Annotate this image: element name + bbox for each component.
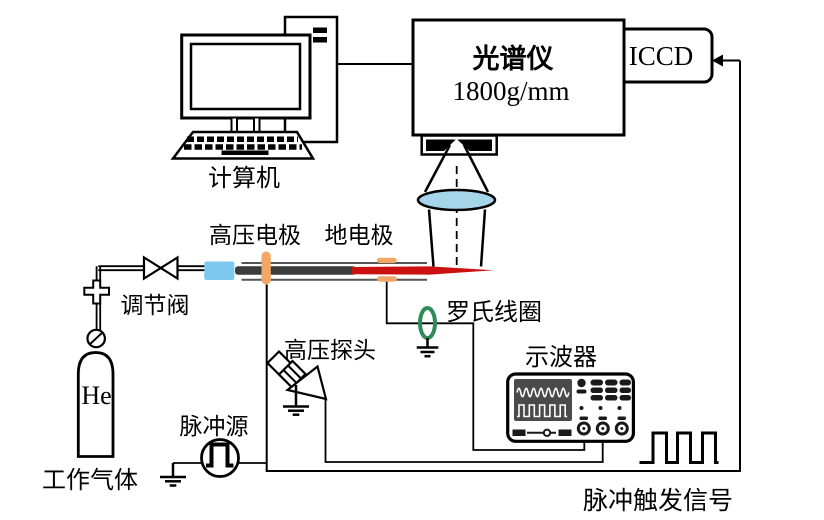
- slit-aperture: [444, 138, 470, 151]
- spectrometer-grating-label: 1800g/mm: [452, 76, 569, 106]
- pulse-source-icon: [200, 438, 240, 478]
- rogowski-wire: [385, 281, 586, 451]
- regulating-valve-label: 调节阀: [121, 293, 190, 318]
- he-label: He: [81, 381, 111, 410]
- monitor-stand-leg: [230, 116, 238, 134]
- monitor-stand-leg: [253, 116, 261, 134]
- oscilloscope-buttons: [576, 378, 631, 420]
- trigger-waveform-icon: [639, 431, 719, 464]
- he-gas-cylinder: He: [76, 351, 115, 458]
- entrance-slit: [420, 134, 498, 156]
- ground-electrode-ring: [377, 257, 397, 264]
- inner-electrode: [235, 266, 356, 275]
- focusing-lens: [416, 188, 497, 212]
- pulse-source-label: 脉冲源: [180, 414, 249, 439]
- hv-probe-label: 高压探头: [284, 338, 376, 363]
- computer-monitor: [180, 33, 312, 134]
- gas-pipe: [95, 265, 205, 330]
- spectrometer-box: [411, 18, 626, 137]
- trigger-arrowhead-icon: [712, 54, 723, 67]
- cylinder-valve-icon: [86, 328, 106, 349]
- screen-sine-trace: [516, 387, 570, 398]
- tower-drive-slot-icon: [313, 27, 327, 33]
- iccd-label: ICCD: [629, 41, 694, 71]
- monitor-screen: [189, 42, 302, 111]
- light-cone: [423, 144, 490, 267]
- probe-ground-icon: [283, 385, 309, 416]
- cylinder-handwheel-icon: [83, 279, 110, 305]
- oscilloscope: [506, 372, 636, 443]
- hv-electrode-label: 高压电极: [209, 223, 301, 248]
- spectrometer-label: 光谱仪: [472, 43, 554, 74]
- computer-keyboard: [170, 130, 316, 160]
- oscilloscope-label: 示波器: [525, 344, 597, 371]
- screen-square-trace: [517, 404, 568, 418]
- rogowski-ground-icon: [416, 338, 439, 358]
- ground-electrode-ring: [377, 276, 397, 282]
- pulse-source-ground-icon: [160, 463, 186, 487]
- oscilloscope-knobs: [576, 421, 629, 436]
- hv-electrode-ring: [261, 251, 271, 285]
- gas-inlet-block: [204, 261, 235, 280]
- trigger-line: [265, 60, 741, 472]
- oscilloscope-screen: [514, 379, 572, 421]
- working-gas-label: 工作气体: [42, 467, 138, 494]
- plasma-plume: [352, 266, 494, 275]
- tower-power-slot-icon: [313, 37, 327, 43]
- ground-electrode-label: 地电极: [325, 223, 394, 248]
- probe-wire: [324, 398, 604, 463]
- regulating-valve-icon: [142, 255, 179, 281]
- oscilloscope-slider: [512, 428, 572, 437]
- trigger-signal-label: 脉冲触发信号: [583, 487, 733, 515]
- computer-label: 计算机: [208, 165, 280, 192]
- rogowski-coil-label: 罗氏线圈: [446, 299, 542, 326]
